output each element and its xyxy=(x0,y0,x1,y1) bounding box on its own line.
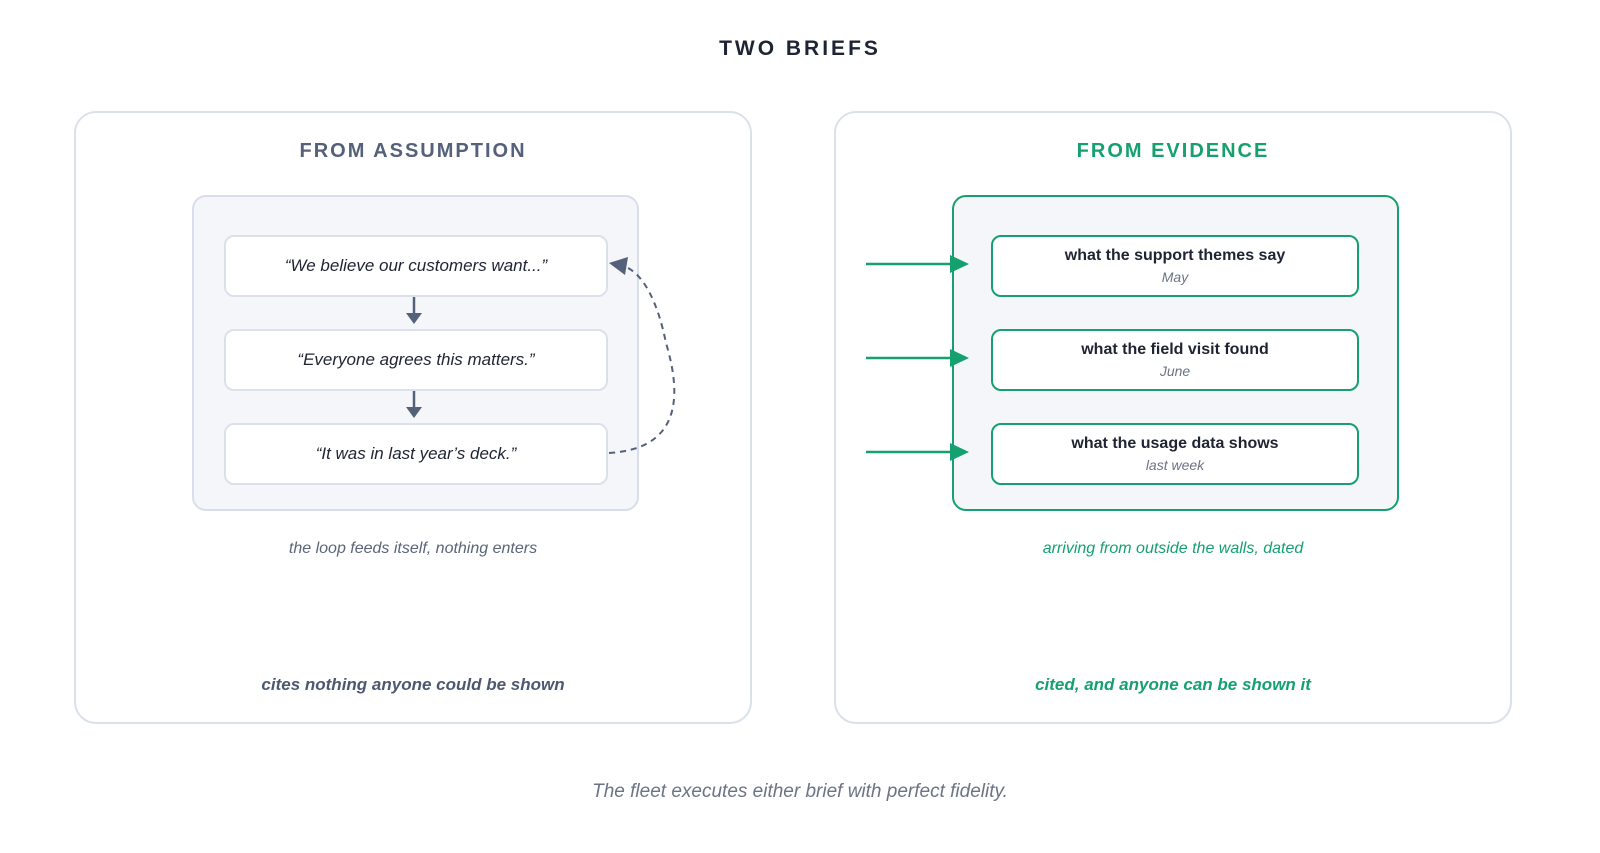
evidence-card-date: last week xyxy=(1145,457,1205,473)
evidence-caption: arriving from outside the walls, dated xyxy=(1042,540,1304,557)
evidence-card-date: May xyxy=(1161,269,1189,285)
evidence-arrows xyxy=(866,255,969,461)
assumption-panel: FROM ASSUMPTION “We believe our customer… xyxy=(74,111,752,724)
evidence-card-support: what the support themes say May xyxy=(991,235,1359,297)
footer-note: The fleet executes either brief with per… xyxy=(592,781,1008,802)
evidence-heading: FROM EVIDENCE xyxy=(1076,140,1270,162)
evidence-verdict: cited, and anyone can be shown it xyxy=(1035,675,1311,694)
evidence-box: what the support themes say May what the… xyxy=(952,195,1399,511)
feedback-loop-arrow xyxy=(608,257,676,454)
evidence-card-field-visit: what the field visit found June xyxy=(991,329,1359,391)
diagram-title: TWO BRIEFS xyxy=(719,37,881,60)
incoming-arrow-2 xyxy=(866,349,969,367)
assumption-card-agreement: “Everyone agrees this matters.” xyxy=(224,329,608,391)
evidence-panel: FROM EVIDENCE what the support themes sa… xyxy=(834,111,1512,724)
evidence-card-usage: what the usage data shows last week xyxy=(991,423,1359,485)
incoming-arrow-1 xyxy=(866,255,969,273)
evidence-card-title: what the field visit found xyxy=(1081,341,1269,358)
assumption-loop-box: “We believe our customers want...” “Ever… xyxy=(192,195,639,511)
assumption-arrows xyxy=(406,257,676,454)
evidence-card-title: what the support themes say xyxy=(1064,247,1286,264)
assumption-heading: FROM ASSUMPTION xyxy=(299,140,527,162)
assumption-caption: the loop feeds itself, nothing enters xyxy=(288,540,538,557)
evidence-card-title: what the usage data shows xyxy=(1071,435,1279,452)
assumption-card-belief: “We believe our customers want...” xyxy=(224,235,608,297)
assumption-verdict: cites nothing anyone could be shown xyxy=(261,675,565,694)
incoming-arrow-3 xyxy=(866,443,969,461)
down-arrow-1 xyxy=(406,297,422,324)
down-arrow-2 xyxy=(406,391,422,418)
assumption-card-deck: “It was in last year’s deck.” xyxy=(224,423,608,485)
evidence-card-date: June xyxy=(1159,363,1191,379)
